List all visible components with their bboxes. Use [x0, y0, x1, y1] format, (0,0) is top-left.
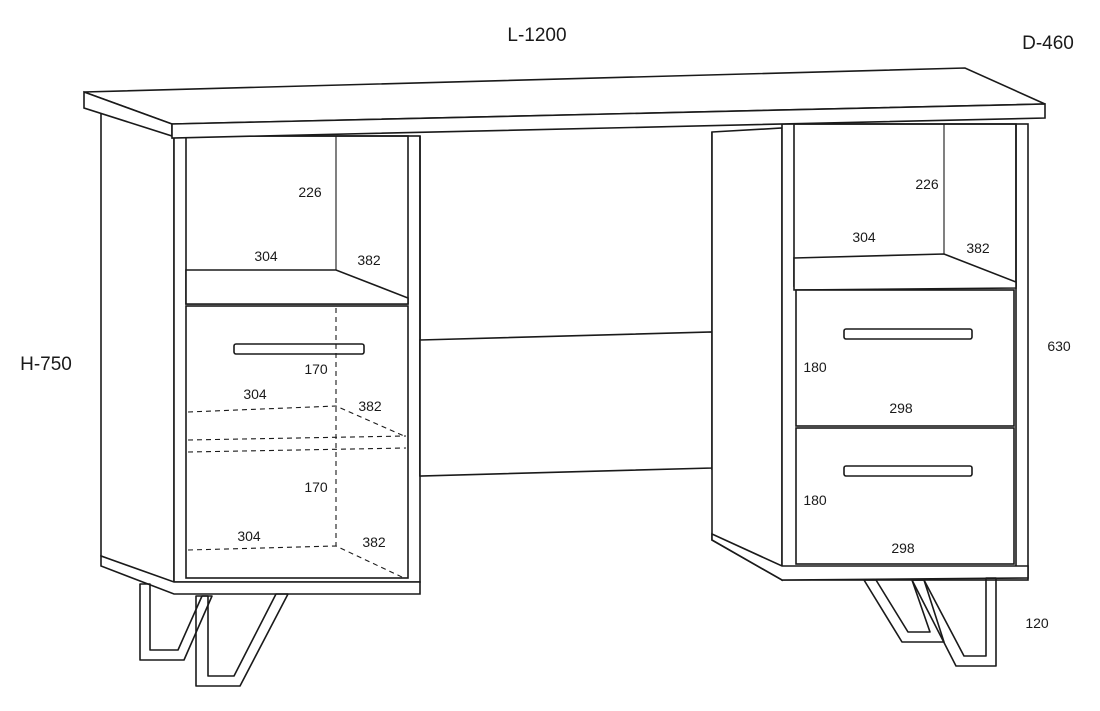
left-door-lower-width: 304: [237, 528, 261, 544]
left-plinth: [100, 554, 421, 595]
left-door-upper-depth: 382: [358, 398, 382, 414]
center-area: [419, 132, 713, 477]
right-shelf-board: [793, 253, 1017, 291]
overall-length-label: L-1200: [507, 25, 566, 46]
left-hidden-shelf-1c: [187, 447, 407, 453]
left-front-leg: [195, 593, 289, 687]
left-hidden-shelf-1b: [187, 435, 407, 441]
left-door-lower-height: 170: [304, 479, 328, 495]
right-back-leg: [863, 579, 945, 643]
left-shelf-width: 304: [254, 248, 278, 264]
right-drawer-upper-width: 298: [889, 400, 913, 416]
right-pedestal: 226 304 382 180 298 180 298: [711, 123, 1029, 667]
right-drawer-lower-handle: [843, 465, 973, 477]
left-door-handle: [233, 343, 365, 355]
left-side-panel: [100, 110, 175, 586]
right-drawer-upper-handle: [843, 328, 973, 340]
right-drawer-lower-height: 180: [803, 492, 827, 508]
overall-height-label: H-750: [20, 354, 72, 375]
right-front-leg: [911, 577, 997, 667]
left-door-lower-depth: 382: [362, 534, 386, 550]
left-shelf-board: [185, 269, 409, 305]
left-hidden-bottom: [187, 545, 405, 579]
right-shelf-width: 304: [852, 229, 876, 245]
desktop: [83, 67, 1046, 139]
right-drawer-upper: [795, 289, 1015, 427]
body-height-label: 630: [1047, 338, 1071, 354]
left-shelf-depth: 382: [357, 252, 381, 268]
right-drawer-lower: [795, 427, 1015, 565]
right-shelf-height: 226: [915, 176, 939, 192]
desktop-front-edge: [171, 103, 1046, 139]
left-pedestal: 226 304 382 170 304 382 170 304 382: [100, 110, 421, 687]
leg-height-label: 120: [1025, 615, 1049, 631]
right-drawer-upper-height: 180: [803, 359, 827, 375]
left-door-upper-height: 170: [304, 361, 328, 377]
left-shelf-height: 226: [298, 184, 322, 200]
right-side-panel: [711, 127, 783, 582]
left-door-upper-width: 304: [243, 386, 267, 402]
right-shelf-depth: 382: [966, 240, 990, 256]
modesty-panel: [419, 331, 713, 477]
overall-depth-label: D-460: [1022, 33, 1074, 54]
left-hidden-shelf-1: [187, 405, 405, 437]
right-plinth: [711, 532, 1029, 581]
right-drawer-lower-width: 298: [891, 540, 915, 556]
